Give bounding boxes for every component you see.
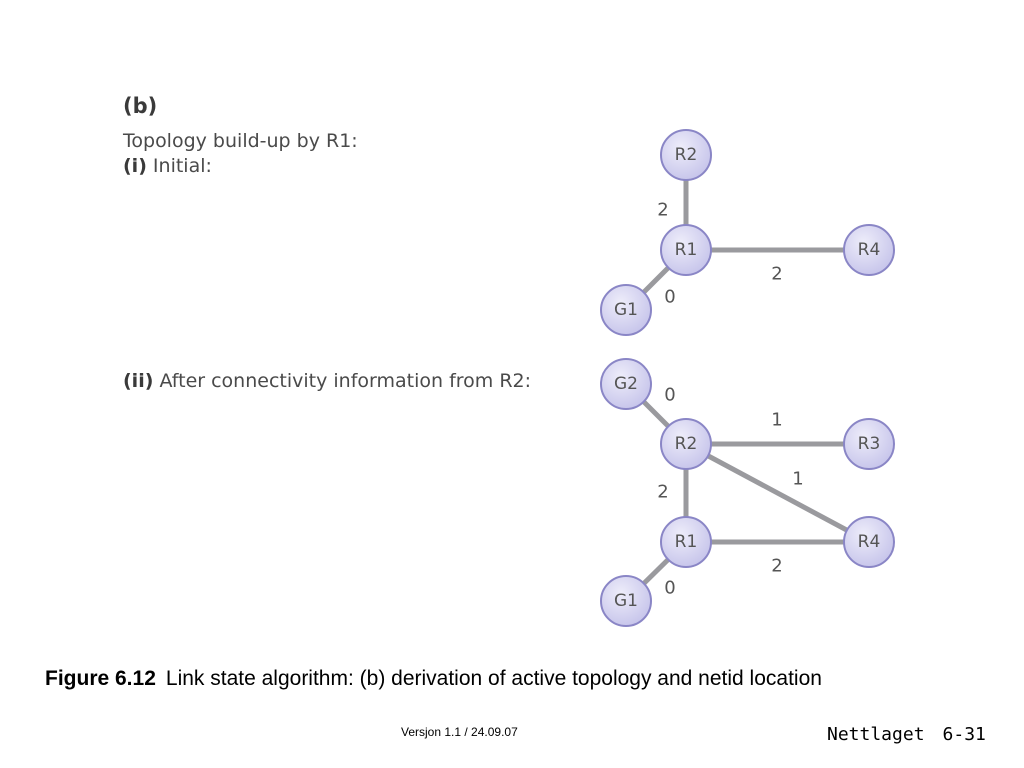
node-circle <box>600 358 652 410</box>
step-ii-text: After connectivity information from R2: <box>153 370 532 392</box>
step-i-text: Initial: <box>146 155 212 177</box>
diagram-ii: 0 1 1 2 2 0 G2 R2 R3 R1 <box>600 358 895 627</box>
footer-version: Versjon 1.1 / 24.09.07 <box>401 725 518 739</box>
weight-r1-g1: 0 <box>664 578 675 599</box>
node-r4: R4 <box>843 516 895 568</box>
node-label: R4 <box>858 532 881 552</box>
node-g1: G1 <box>600 575 652 627</box>
node-circle <box>660 516 712 568</box>
edge-r2-r4 <box>684 441 871 545</box>
node-circle <box>660 129 712 181</box>
node-r2: R2 <box>660 418 712 470</box>
node-r1: R1 <box>660 224 712 276</box>
node-circle <box>600 575 652 627</box>
node-r3: R3 <box>843 418 895 470</box>
node-label: G1 <box>614 300 638 320</box>
weight-r1-r4: 2 <box>771 556 782 577</box>
footer-section-title: Nettlaget <box>827 724 925 745</box>
step-ii-marker: (ii) <box>123 370 154 392</box>
footer-section: Nettlaget 6-31 <box>827 724 986 745</box>
node-label: R3 <box>858 434 881 454</box>
diagram-i: 2 2 0 R2 R1 R4 G1 <box>600 129 895 336</box>
node-g1: G1 <box>600 284 652 336</box>
weight-r1-r2: 2 <box>657 200 668 221</box>
part-label: (b) <box>123 94 158 118</box>
node-circle <box>600 284 652 336</box>
node-label: R1 <box>675 240 698 260</box>
node-label: R4 <box>858 240 881 260</box>
weight-r2-g2: 0 <box>664 385 675 406</box>
diagram-ii-weights: 0 1 1 2 2 0 <box>657 385 803 599</box>
node-label: R2 <box>675 434 698 454</box>
topology-heading: Topology build-up by R1: <box>123 130 358 152</box>
step-ii-heading: (ii) After connectivity information from… <box>123 370 531 392</box>
weight-r2-r3: 1 <box>771 410 782 431</box>
node-label: R2 <box>675 145 698 165</box>
page-number: 6-31 <box>942 724 986 745</box>
weight-r2-r4: 1 <box>792 469 803 490</box>
node-r4: R4 <box>843 224 895 276</box>
diagram-i-weights: 2 2 0 <box>657 200 782 308</box>
node-r1: R1 <box>660 516 712 568</box>
node-circle <box>843 418 895 470</box>
figure-caption: Figure 6.12 Link state algorithm: (b) der… <box>45 667 822 691</box>
weight-r1-g1: 0 <box>664 287 675 308</box>
node-circle <box>843 224 895 276</box>
diagram-i-edges <box>624 155 869 312</box>
node-label: G2 <box>614 374 638 394</box>
node-circle <box>843 516 895 568</box>
node-label: R1 <box>675 532 698 552</box>
node-circle <box>660 418 712 470</box>
node-r2: R2 <box>660 129 712 181</box>
figure-number: Figure 6.12 <box>45 667 156 690</box>
node-label: G1 <box>614 591 638 611</box>
weight-r2-r1: 2 <box>657 482 668 503</box>
node-g2: G2 <box>600 358 652 410</box>
node-circle <box>660 224 712 276</box>
figure-caption-text: Link state algorithm: (b) derivation of … <box>165 667 822 690</box>
weight-r1-r4: 2 <box>771 264 782 285</box>
step-i-heading: (i) Initial: <box>123 155 212 177</box>
step-i-marker: (i) <box>123 155 147 177</box>
